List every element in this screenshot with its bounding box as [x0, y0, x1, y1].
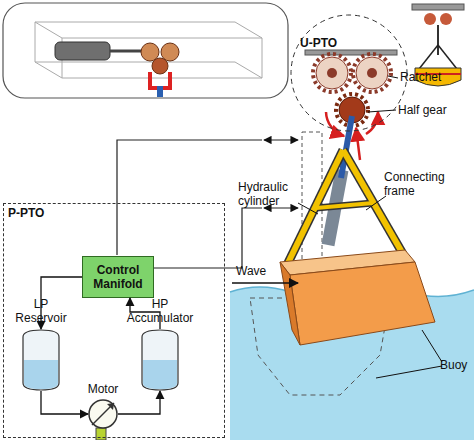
node-text: HP Accumulator: [120, 297, 200, 325]
connecting-frame: [287, 150, 403, 265]
flow-line: [41, 391, 88, 414]
callout-circle: U-PTO: [290, 14, 408, 132]
frame-leg: [343, 150, 403, 254]
leader-line: [366, 196, 386, 210]
node-text: LP Reservoir: [11, 297, 71, 325]
motion-arrow: [356, 128, 360, 160]
part-label: Connecting frame: [384, 170, 456, 198]
gear: [141, 43, 159, 61]
wave-arrow: [232, 282, 298, 284]
ratchet-hub: [367, 68, 377, 78]
ratchet-teeth: [313, 54, 351, 92]
tank-fluid: [143, 360, 177, 389]
inset-view: [3, 3, 288, 98]
leader-line: [376, 366, 442, 378]
leader-line: [422, 330, 442, 362]
manifold-fill: [83, 257, 154, 298]
node-text: U-PTO: [300, 36, 360, 50]
housing-edge: [35, 22, 36, 62]
rotation-arrow: [366, 112, 378, 134]
accumulator-tank: HP Accumulator: [141, 329, 179, 391]
generator: [55, 42, 110, 60]
icon-frame: [419, 45, 438, 69]
ratchet-hub: [327, 68, 337, 78]
reservoir-tank: LP Reservoir: [22, 329, 60, 391]
ratchet-gear: [356, 57, 388, 89]
part-label: Wave: [236, 264, 286, 278]
motor-shaft: [96, 428, 106, 440]
flow-arrow: [264, 139, 298, 140]
leader-line: [298, 203, 318, 214]
part-label: Hydraulic cylinder: [238, 180, 300, 208]
shaft: [110, 50, 145, 53]
shape-outline: [88, 399, 118, 429]
tank-fluid: [24, 360, 58, 389]
variable-arrow: [92, 403, 114, 425]
hydraulic-line: [153, 208, 262, 268]
frame-bar: [316, 203, 373, 208]
shape-outline: [290, 14, 408, 132]
node-text: P-PTO: [8, 206, 68, 220]
node-text: Motor: [73, 382, 133, 396]
housing-edge: [262, 38, 263, 78]
icon-gear: [440, 13, 452, 25]
flow-line: [118, 391, 160, 414]
icon-plate: [412, 4, 464, 10]
part-label: Half gear: [398, 103, 474, 117]
part-label: Ratchet: [400, 70, 470, 84]
half-gear: [152, 58, 168, 74]
flow-line: [130, 298, 160, 329]
bracket: [150, 72, 170, 88]
tank-outline: [23, 330, 59, 390]
leader-line: [388, 76, 398, 78]
icon-frame: [438, 45, 457, 69]
gear: [161, 43, 179, 61]
rod: [157, 86, 163, 97]
inset-frame: [3, 3, 288, 98]
ratchet-gear: [316, 57, 348, 89]
frame-outline: [316, 203, 373, 208]
part-label: Buoy: [440, 358, 474, 372]
tank-outline: [142, 330, 178, 390]
rotation-arrow: [326, 112, 344, 136]
housing-top: [35, 22, 262, 38]
callout-outline: [291, 15, 407, 131]
mount-plate: [305, 50, 397, 55]
node-text: Control Manifold: [82, 263, 154, 291]
motor-symbol: Motor: [88, 399, 118, 429]
icon-gear: [424, 13, 436, 25]
shape-outline: [141, 329, 179, 391]
arrow-head: [107, 403, 114, 410]
icon-rod: [437, 25, 439, 55]
shape-outline: [22, 329, 60, 391]
subsystem-box: P-PTO Control Manifold LP Reservoir HP Accu…: [3, 203, 225, 438]
leader-line: [368, 110, 396, 112]
manifold-box: Control Manifold: [82, 256, 154, 298]
flow-line: [41, 277, 82, 329]
buoy-body: [290, 262, 435, 345]
ratchet-teeth: [353, 54, 391, 92]
motor-outline: [89, 400, 117, 428]
buoy-side: [280, 262, 300, 345]
